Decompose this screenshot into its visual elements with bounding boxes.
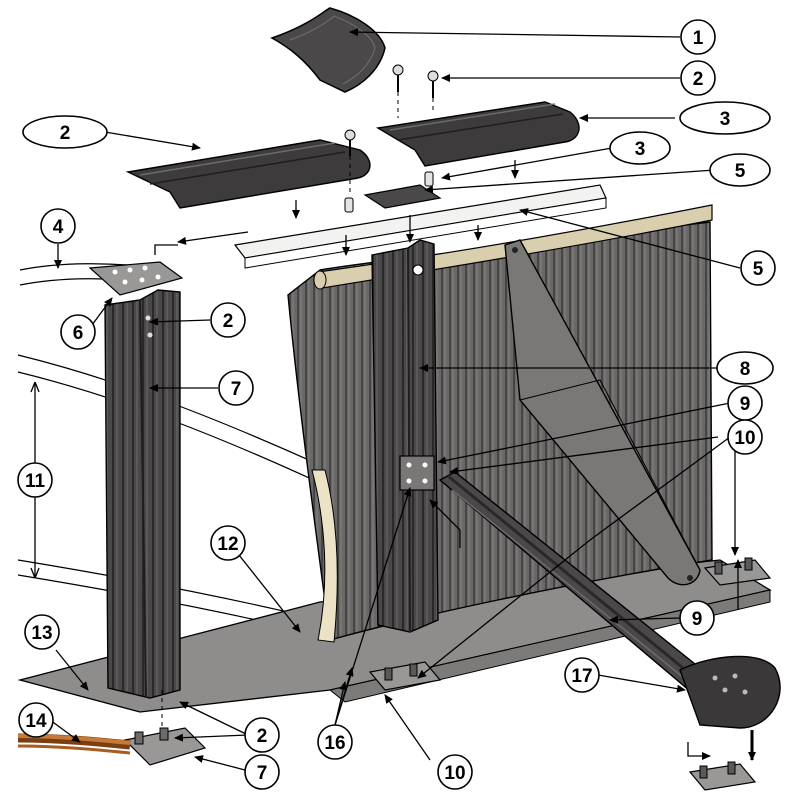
svg-text:2: 2 [60,123,71,144]
callout-14: 13 [24,614,60,650]
svg-text:13: 13 [31,623,52,644]
svg-text:8: 8 [740,359,751,380]
callout-4: 3 [609,131,671,165]
callout-17: 17 [564,657,600,693]
callout-9-lower: 9 [679,600,715,636]
callout-16: 16 [317,724,353,760]
callout-11: 10 [727,419,763,455]
top-rail-left [125,139,371,209]
svg-text:14: 14 [25,711,47,732]
svg-text:4: 4 [53,217,64,238]
bracket-lower-right [688,761,757,791]
svg-text:6: 6 [73,323,84,344]
svg-text:5: 5 [753,259,764,280]
callout-9-top: 8 [716,351,774,385]
callout-7-bottom: 7 [244,754,280,790]
svg-text:5: 5 [735,161,746,182]
svg-text:2: 2 [257,726,268,747]
svg-text:10: 10 [734,428,755,449]
bottom-track [17,733,131,755]
callout-6: 5 [709,153,771,187]
top-plate-left [88,261,184,296]
callout-5-left: 4 [40,208,76,244]
assembly-arrows [154,160,742,760]
leader-lines [49,28,741,771]
callout-13: 12 [210,525,246,561]
callout-7-top: 6 [60,314,96,350]
svg-text:2: 2 [693,69,704,90]
svg-text:3: 3 [720,109,731,130]
svg-text:7: 7 [257,763,268,784]
svg-text:17: 17 [571,666,592,687]
top-plate [363,184,442,209]
callout-10-bottom: 10 [437,754,473,790]
svg-text:11: 11 [25,471,46,492]
callout-1: 1 [680,19,716,55]
top-rail-right [375,101,580,167]
callout-10-top: 9 [727,385,763,421]
liner-edge [311,469,338,643]
buttress-end-cap [679,655,781,729]
svg-text:1: 1 [693,28,704,49]
assembly-guide-lines [161,92,434,730]
svg-text:9: 9 [692,609,703,630]
buttress-upper [504,239,701,586]
svg-text:12: 12 [217,534,238,555]
callout-8: 7 [218,370,254,406]
screw-top [392,64,439,98]
svg-text:2: 2 [223,311,234,332]
rail-connector [344,171,434,213]
svg-text:10: 10 [444,763,465,784]
callout-5-right: 5 [740,250,776,286]
callout-12: 11 [17,462,53,498]
svg-text:9: 9 [740,394,751,415]
svg-text:7: 7 [231,379,242,400]
callout-2-bottom: 2 [244,717,280,753]
callout-2-top: 2 [680,60,716,96]
callout-3-left: 2 [22,115,108,149]
bracket-lower-center [368,661,442,691]
svg-text:3: 3 [635,139,646,160]
callout-3-right: 3 [679,101,771,135]
screw-rail [344,129,356,156]
upright-center [371,239,439,633]
svg-text:16: 16 [324,733,345,754]
bracket-center [399,455,435,491]
callout-15: 14 [18,702,54,738]
callout-2-upright: 2 [210,302,246,338]
